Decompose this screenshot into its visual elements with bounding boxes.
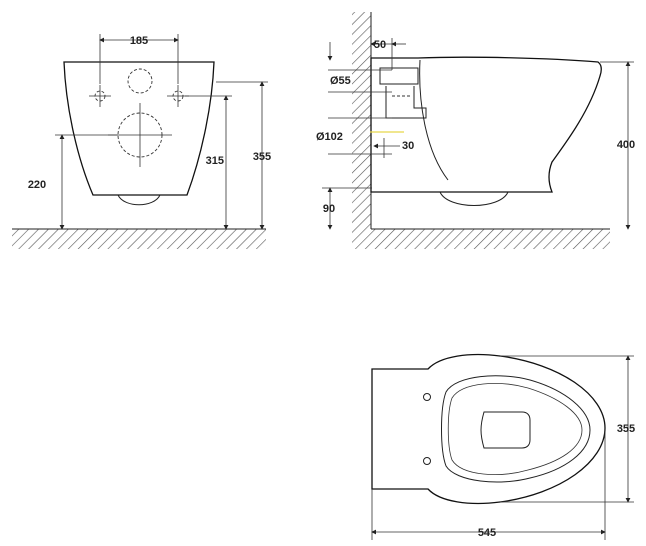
- top-bowl-rim-inner: [447, 383, 583, 475]
- front-floor-hatch: [12, 229, 266, 249]
- front-bolt-left: [89, 85, 111, 107]
- front-view: 185 220 315 355: [12, 34, 271, 249]
- side-dim-400: 400: [617, 139, 635, 151]
- side-pipe-connector: [379, 67, 419, 85]
- side-dim-30: 30: [402, 140, 414, 152]
- front-dim-185: 185: [130, 35, 148, 47]
- front-dim-355: 355: [253, 151, 271, 163]
- side-outlet-bracket: [385, 86, 427, 119]
- front-upper-hole: [127, 68, 153, 94]
- side-wall-hatch: [352, 12, 371, 229]
- side-dim-90: 90: [323, 203, 335, 215]
- top-seat-hole-lower: [423, 457, 431, 465]
- top-dim-355: 355: [617, 423, 635, 435]
- top-bowl-rim: [441, 375, 591, 483]
- top-bowl-outline: [371, 353, 606, 505]
- front-bowl-body: [63, 61, 215, 196]
- side-dim-50: 50: [374, 39, 386, 51]
- front-dim-315: 315: [206, 155, 224, 167]
- top-dim-545: 545: [478, 527, 496, 539]
- side-dim-d102: Ø102: [316, 131, 343, 143]
- side-view: 50 Ø55 Ø102 30 90 400: [316, 12, 635, 249]
- front-dim-220: 220: [28, 179, 46, 191]
- top-view: 545 355: [371, 353, 635, 540]
- side-bowl-body: [370, 56, 602, 193]
- top-seat-hole-upper: [423, 393, 431, 401]
- side-bowl-inner: [419, 59, 449, 181]
- top-drain: [480, 411, 531, 449]
- front-bowl-bottom: [117, 194, 161, 206]
- side-floor-hatch: [352, 229, 610, 249]
- side-bowl-bottom: [439, 191, 509, 206]
- side-dim-d55: Ø55: [330, 75, 351, 87]
